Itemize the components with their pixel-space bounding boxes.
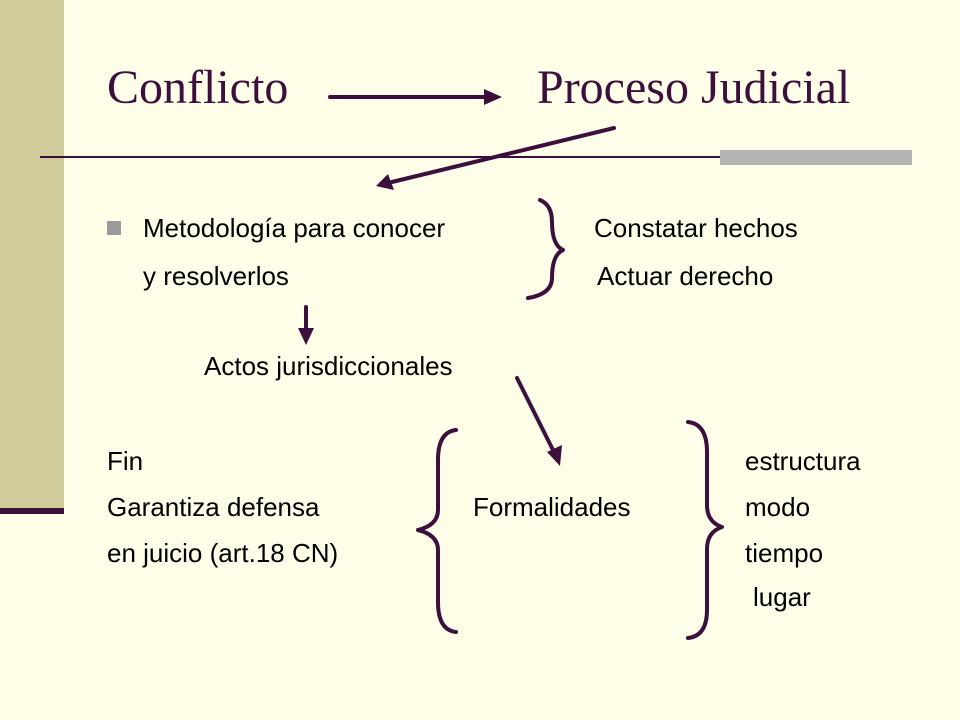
constatar-hechos: Constatar hechos — [594, 213, 798, 243]
bullet-square-icon — [107, 221, 121, 235]
arrowhead-formalidades — [547, 445, 562, 466]
title-proceso-judicial: Proceso Judicial — [537, 61, 851, 114]
left-fin: Fin — [107, 446, 144, 476]
arrow-actos-to-formalidades — [515, 376, 555, 452]
right-modo: modo — [745, 492, 811, 522]
formalidades: Formalidades — [473, 492, 631, 522]
arrowhead-proceso — [484, 89, 502, 105]
left-en-juicio: en juicio (art.18 CN) — [107, 538, 339, 568]
title-accent-bar — [720, 150, 912, 165]
right-tiempo: tiempo — [745, 538, 824, 568]
arrowhead-actos — [298, 328, 314, 345]
brace-metodologia — [526, 198, 565, 300]
bullet-line-2: y resolverlos — [143, 261, 289, 291]
arrow-proceso-to-metodologia — [390, 126, 616, 184]
brace-right-formalidades — [686, 420, 724, 640]
arrowhead-metodologia — [376, 174, 394, 190]
bullet-line-1: Metodología para conocer — [143, 213, 446, 243]
right-estructura: estructura — [745, 446, 861, 476]
brace-left-formalidades — [416, 428, 458, 634]
right-lugar: lugar — [753, 582, 811, 612]
left-decorative-band — [0, 0, 64, 512]
actuar-derecho: Actuar derecho — [597, 261, 774, 291]
left-garantiza-defensa: Garantiza defensa — [107, 492, 320, 522]
left-band-divider — [0, 508, 64, 514]
actos-jurisdiccionales: Actos jurisdiccionales — [204, 351, 453, 381]
title-conflicto: Conflicto — [107, 61, 289, 114]
